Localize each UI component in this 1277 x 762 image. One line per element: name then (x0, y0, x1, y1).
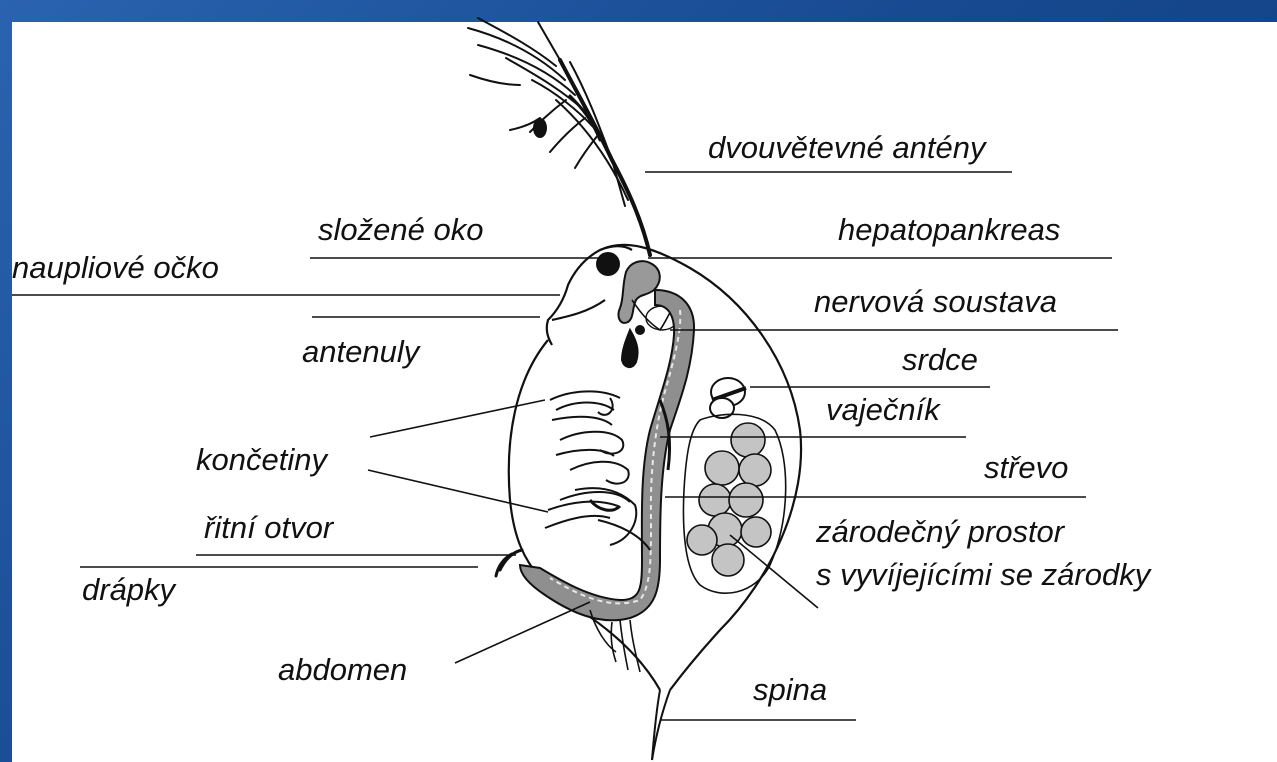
label-vajecnik: vaječník (826, 392, 941, 427)
label-ritni-otvor: řitní otvor (204, 510, 335, 545)
compound-eye (596, 252, 620, 276)
label-abdomen: abdomen (278, 652, 407, 687)
leader-zarodecny-prostor (730, 535, 818, 608)
nauplius-eye (635, 325, 645, 335)
label-drapky: drápky (82, 572, 178, 607)
leader-koncetiny-2 (368, 470, 548, 512)
hepatopancreas (618, 261, 659, 323)
label-strevo: střevo (984, 450, 1068, 485)
second-antennae (468, 18, 650, 255)
label-antenuly: antenuly (302, 334, 422, 369)
antennules (622, 330, 638, 367)
label-nervova-soustava: nervová soustava (814, 284, 1057, 319)
embryos (687, 423, 771, 576)
label-koncetiny: končetiny (196, 442, 329, 477)
leader-koncetiny-1 (370, 400, 545, 437)
label-zarodecny-prostor-line2: s vyvíjejícími se zárodky (816, 557, 1153, 592)
label-zarodecny-prostor-line1: zárodečný prostor (815, 514, 1066, 549)
leader-abdomen (455, 602, 590, 663)
label-srdce: srdce (902, 342, 978, 377)
label-spina: spina (753, 672, 827, 707)
spine (652, 690, 670, 760)
brood-chamber (683, 414, 785, 593)
label-dvouvetevne-anteny: dvouvětevné antény (708, 130, 988, 165)
heart (710, 378, 746, 418)
thoracic-legs (545, 391, 650, 550)
label-hepatopankreas: hepatopankreas (838, 212, 1060, 247)
label-slozene-oko: složené oko (318, 212, 483, 247)
claws (496, 550, 522, 576)
labels: dvouvětevné antény složené oko hepatopan… (12, 130, 1153, 707)
label-naupliove-ocko: naupliové očko (12, 250, 219, 285)
